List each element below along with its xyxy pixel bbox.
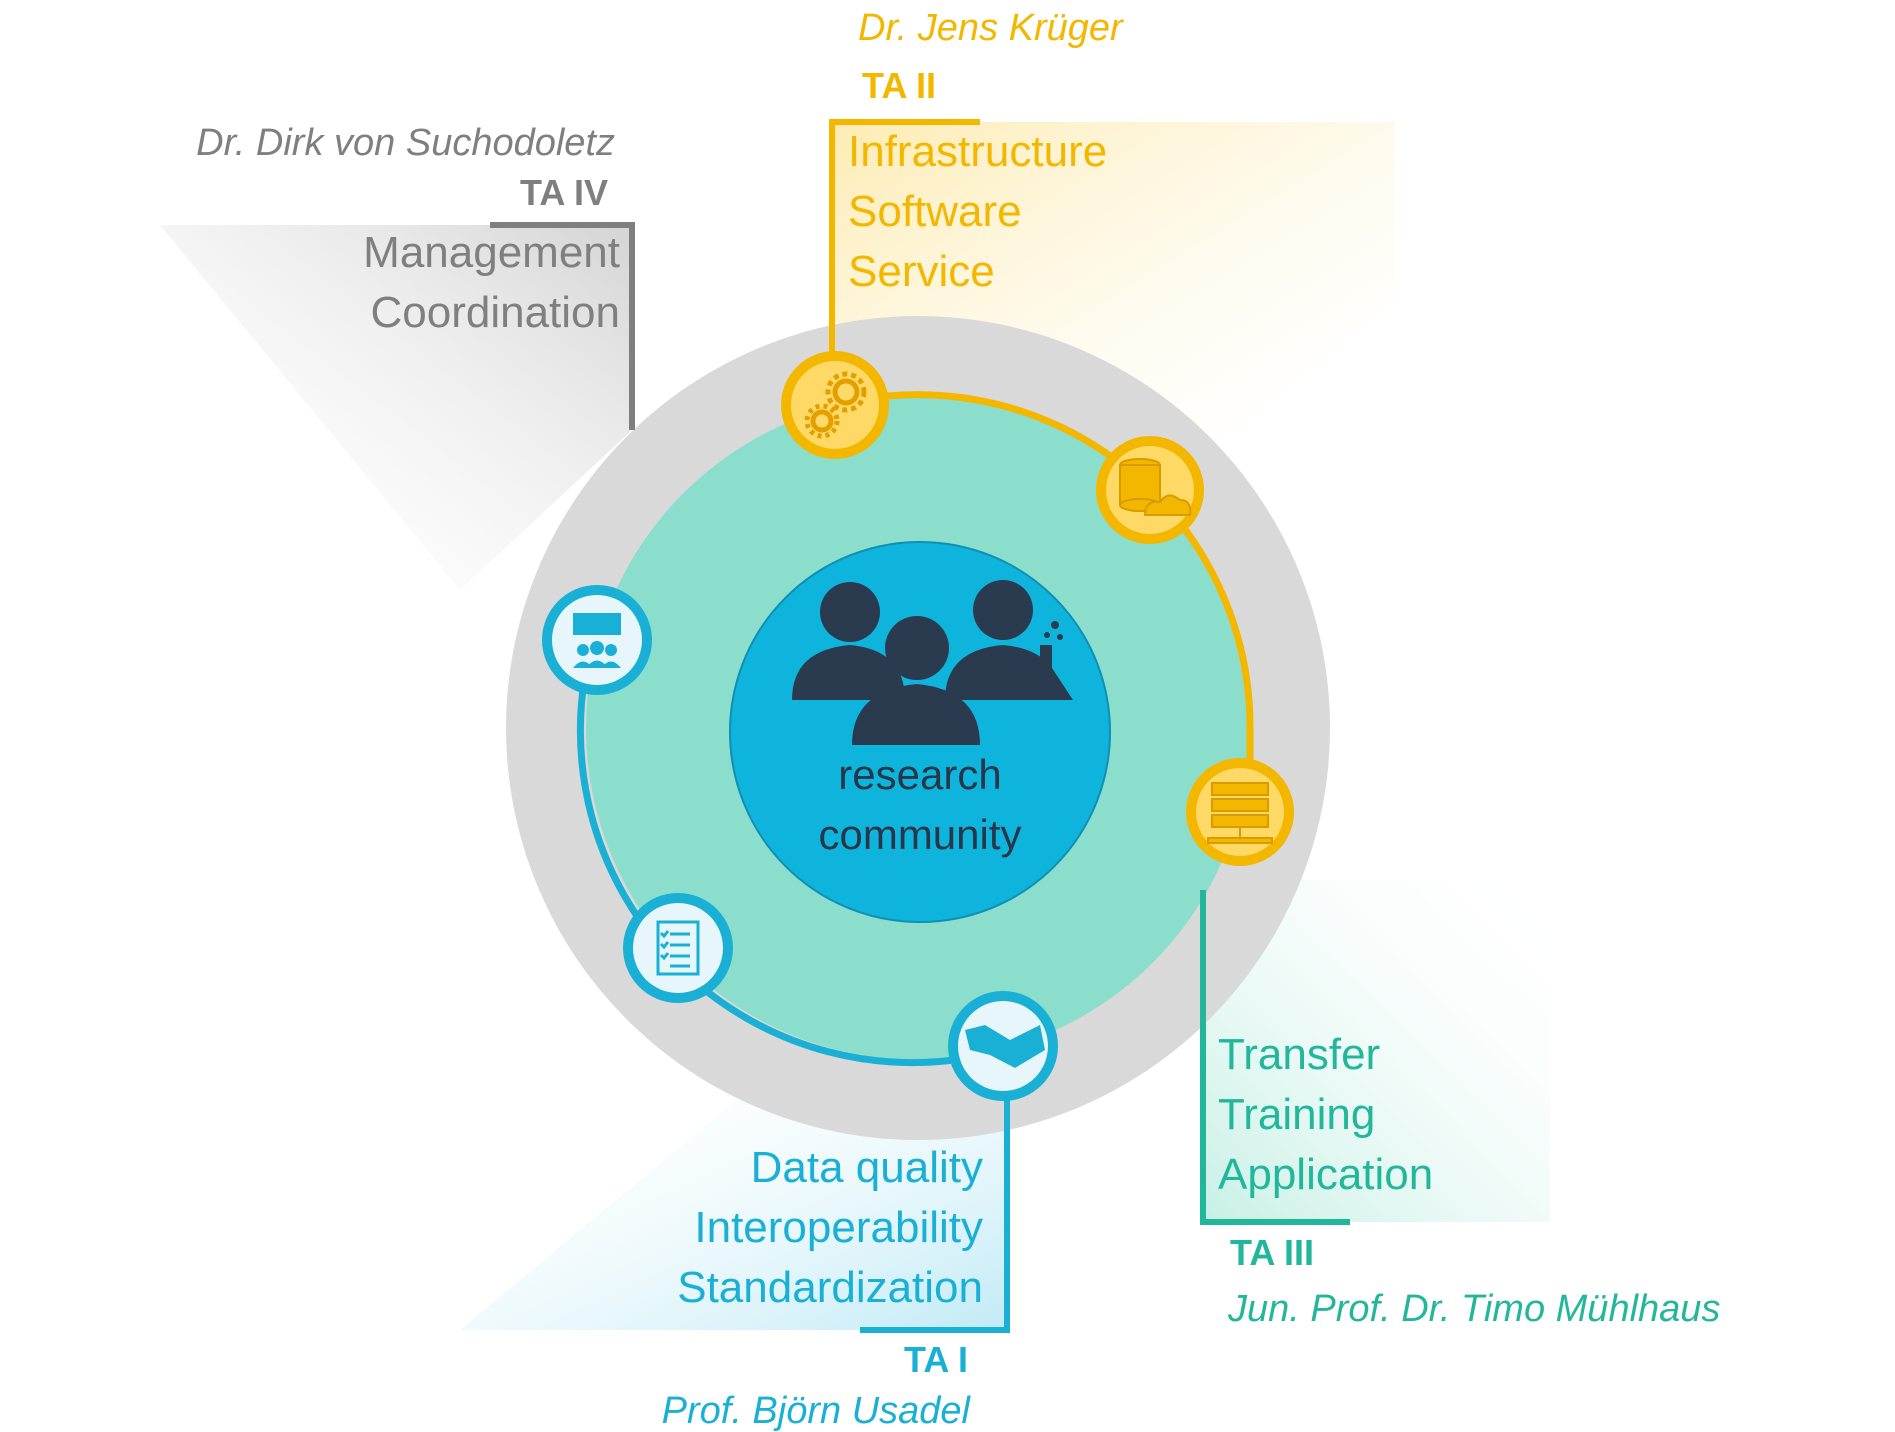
ta2-connector [829, 119, 980, 355]
database-cloud-icon [1119, 458, 1192, 516]
ta2-item-3: Service [848, 247, 995, 296]
ta2-fade [830, 122, 1395, 470]
gears-node[interactable] [781, 351, 889, 459]
ta3-fade [1200, 880, 1550, 1222]
ta3-item-3: Application [1218, 1150, 1434, 1199]
center-label-line-2: community [818, 811, 1022, 858]
ta1-item-3: Standardization [677, 1263, 983, 1312]
ta3-item-1: Transfer [1218, 1030, 1381, 1079]
ta1-fade [460, 1080, 1010, 1330]
ta2-person: Dr. Jens Krüger [858, 7, 1123, 49]
ta1-item-1: Data quality [750, 1143, 983, 1192]
center-label: research community [720, 745, 1120, 865]
ta3-connector [1200, 890, 1350, 1225]
ta2-item-2: Software [848, 187, 1022, 236]
ta4-person: Dr. Dirk von Suchodoletz [196, 122, 615, 164]
research-community-icon [792, 580, 1073, 745]
ta4-connector [490, 222, 635, 430]
presentation-audience-icon [573, 613, 621, 668]
center-label-line-1: research [838, 751, 1002, 798]
ta3-item-2: Training [1218, 1090, 1376, 1139]
ta1-connector [860, 1098, 1010, 1333]
ta3-person: Jun. Prof. Dr. Timo Mühlhaus [1228, 1288, 1721, 1330]
ta4-item-1: Management [363, 228, 620, 277]
server-node[interactable] [1186, 758, 1294, 866]
presentation-node[interactable] [542, 585, 652, 695]
checklist-icon [656, 920, 700, 976]
ta3-label: TA III [1230, 1232, 1314, 1273]
ta2-item-1: Infrastructure [848, 127, 1108, 176]
ta1-person: Prof. Björn Usadel [661, 1390, 970, 1432]
database-cloud-node[interactable] [1096, 436, 1204, 544]
ta4-item-2: Coordination [370, 288, 621, 337]
handshake-icon [965, 1025, 1045, 1068]
ta1-item-2: Interoperability [694, 1203, 983, 1252]
ta4-fade [160, 225, 632, 590]
gears-icon [804, 371, 867, 439]
ta1-label: TA I [904, 1339, 968, 1380]
handshake-node[interactable] [948, 991, 1058, 1101]
ta4-label: TA IV [520, 172, 608, 213]
server-rack-icon [1207, 782, 1273, 844]
ta2-label: TA II [862, 65, 936, 106]
checklist-node[interactable] [623, 893, 733, 1003]
